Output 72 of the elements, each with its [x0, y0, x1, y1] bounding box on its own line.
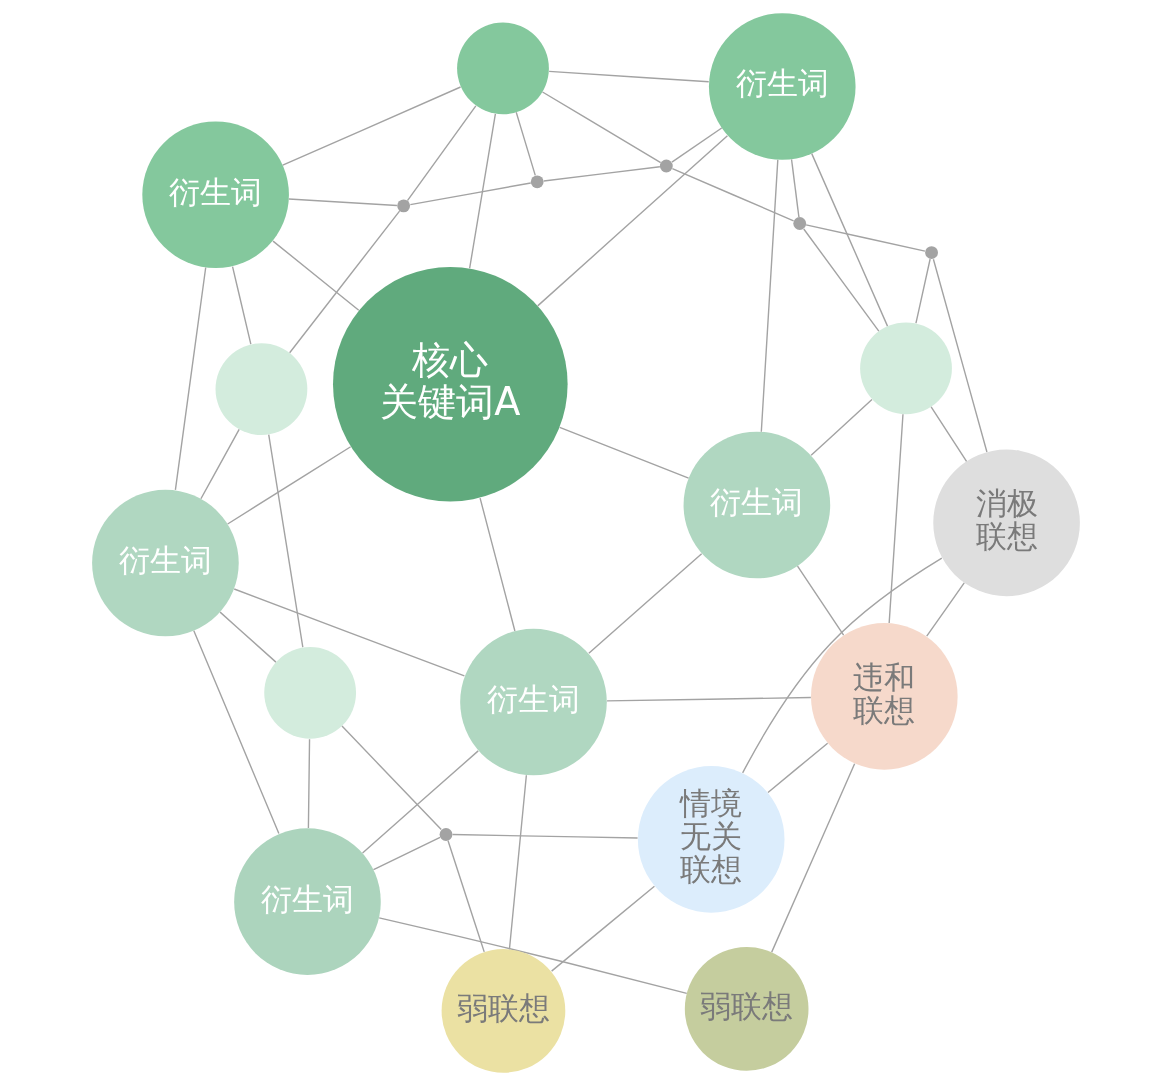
connector — [588, 553, 703, 654]
connector — [550, 885, 656, 972]
connector — [451, 833, 639, 839]
connector — [541, 91, 662, 164]
connector — [282, 86, 462, 166]
connector — [926, 582, 965, 637]
node-circle: 情境无关联想 — [637, 766, 785, 913]
node-dot — [793, 217, 807, 230]
node-circle — [457, 22, 549, 115]
node-circle — [860, 322, 952, 415]
connector — [231, 265, 252, 345]
node-dot — [439, 828, 453, 841]
node-dot — [530, 175, 544, 189]
connector — [767, 742, 829, 794]
connector — [372, 836, 441, 871]
connector — [515, 111, 536, 177]
node-circle: 消极联想 — [933, 449, 1080, 597]
connector — [233, 588, 466, 677]
connector — [888, 413, 904, 624]
node-circle: 衍生词 — [683, 431, 831, 579]
connector — [341, 725, 442, 831]
node-dot — [659, 159, 673, 173]
connector — [537, 135, 729, 307]
connector — [272, 240, 360, 311]
node-circle: 衍生词 — [460, 628, 607, 776]
connector — [288, 210, 401, 354]
connector — [606, 696, 812, 702]
connector — [803, 228, 880, 332]
connector — [810, 398, 873, 456]
connector — [226, 446, 352, 525]
connector — [468, 113, 497, 270]
node-circle: 衍生词 — [708, 13, 856, 160]
node-circle: 核心关键词A — [333, 266, 568, 502]
connector — [796, 565, 845, 636]
connector — [811, 152, 889, 327]
connector — [932, 258, 988, 453]
node-circle: 违和联想 — [811, 623, 958, 770]
connector — [361, 750, 479, 854]
connector — [378, 917, 688, 995]
node-circle — [264, 646, 357, 739]
node-circle: 衍生词 — [142, 121, 289, 269]
connector — [193, 630, 280, 835]
connector — [760, 159, 779, 433]
connector — [268, 433, 304, 648]
connector — [508, 774, 528, 950]
node-circle: 衍生词 — [234, 828, 381, 975]
node-circle — [215, 343, 308, 435]
connector — [559, 426, 690, 479]
node-circle: 衍生词 — [92, 489, 239, 637]
connector — [406, 105, 477, 202]
connector — [915, 258, 931, 324]
connector — [543, 166, 661, 182]
connector — [741, 557, 943, 774]
connector — [447, 840, 485, 953]
connector — [671, 127, 723, 163]
connector — [805, 224, 926, 252]
connector — [174, 266, 207, 491]
connector — [930, 406, 968, 462]
connector — [548, 70, 710, 83]
connector — [671, 167, 795, 222]
connector — [288, 198, 398, 207]
connector — [200, 428, 240, 500]
connector — [790, 158, 800, 218]
connector — [771, 763, 856, 953]
node-circle: 弱联想 — [684, 947, 809, 1071]
node-dot — [925, 246, 938, 259]
connector — [219, 611, 277, 663]
node-dot — [397, 199, 411, 213]
connector — [479, 497, 516, 632]
node-circle: 弱联想 — [441, 949, 566, 1073]
connector — [307, 738, 311, 829]
connector — [409, 182, 532, 206]
